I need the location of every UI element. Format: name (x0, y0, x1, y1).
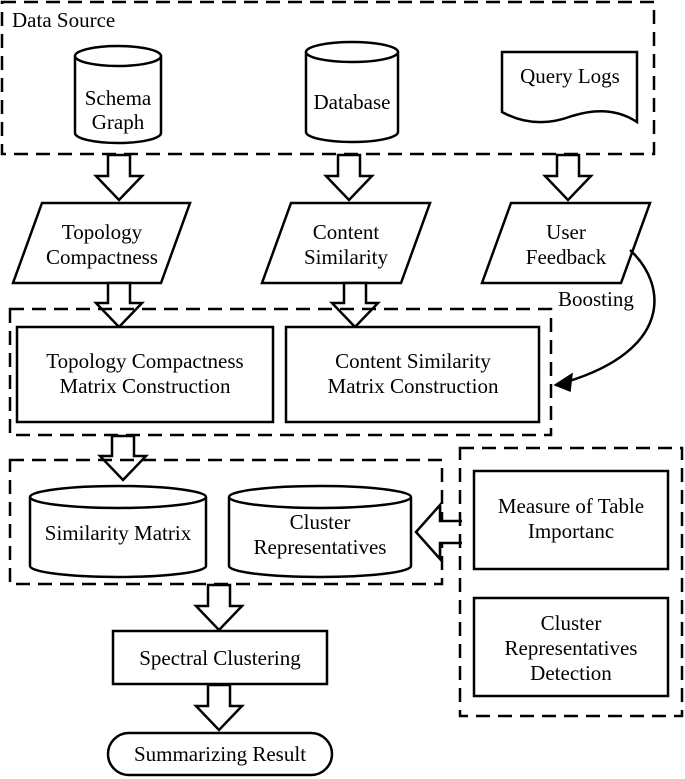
topology-line-1: Topology (62, 220, 143, 244)
summarizing-result-label: Summarizing Result (134, 742, 306, 766)
content-matrix-line-2: Matrix Construction (328, 374, 499, 398)
topology-matrix-line-1: Topology Compactness (46, 349, 243, 373)
content-similarity-parallelogram (260, 201, 432, 285)
content-matrix-box (284, 325, 541, 424)
spectral-clustering-box (111, 629, 329, 686)
cluster-representatives-drum (227, 484, 413, 579)
arrow-storage-to-clustering (193, 583, 245, 632)
representatives-detection-box (472, 596, 670, 698)
arrow-database-to-content (323, 153, 375, 202)
content-line-2: Similarity (304, 245, 389, 269)
arrow-content-to-matrix (329, 281, 381, 329)
user-feedback-parallelogram (480, 201, 652, 285)
similarity-matrix-label: Similarity Matrix (45, 521, 192, 545)
feedback-line-2: Feedback (526, 245, 607, 269)
summarizing-result-terminator (106, 731, 334, 777)
cluster-representatives-line-2: Representatives (254, 535, 387, 559)
table-importance-box (472, 469, 670, 571)
database-label: Database (314, 90, 391, 114)
content-matrix-line-1: Content Similarity (335, 349, 491, 373)
feedback-line-1: User (546, 220, 586, 244)
topology-matrix-box (15, 325, 275, 424)
detection-line-3: Detection (530, 661, 612, 685)
schema-graph-cylinder (73, 44, 163, 145)
detection-line-2: Representatives (505, 636, 638, 660)
boosting-label: Boosting (558, 287, 634, 311)
database-cylinder (304, 40, 400, 144)
arrow-logs-to-feedback (542, 153, 594, 202)
boosting-arrowhead (553, 372, 573, 393)
query-logs-document (500, 50, 639, 125)
boosting-curve (565, 249, 656, 384)
arrow-topology-to-matrix (93, 281, 145, 329)
data-source-label: Data Source (12, 8, 115, 32)
arrow-clustering-to-result (193, 683, 245, 732)
topology-compactness-parallelogram (11, 201, 192, 285)
spectral-clustering-label: Spectral Clustering (139, 646, 301, 670)
content-line-1: Content (313, 220, 380, 244)
matrix-construction-group (8, 307, 553, 437)
topology-matrix-line-2: Matrix Construction (60, 374, 231, 398)
table-importance-line-1: Measure of Table (498, 494, 644, 518)
arrow-matrix-to-storage (97, 434, 149, 482)
similarity-matrix-drum (28, 484, 208, 579)
topology-line-2: Compactness (46, 245, 158, 269)
side-panel-group (458, 446, 684, 718)
query-logs-label: Query Logs (520, 64, 620, 88)
schema-graph-line-2: Graph (92, 110, 145, 134)
arrow-panel-to-storage-outline (414, 501, 462, 563)
data-source-group (0, 0, 656, 156)
arrow-schema-to-topology (93, 153, 145, 202)
cluster-representatives-line-1: Cluster (290, 510, 351, 534)
detection-line-1: Cluster (541, 611, 602, 635)
table-importance-line-2: Importanc (528, 519, 614, 543)
schema-graph-line-1: Schema (85, 86, 152, 110)
